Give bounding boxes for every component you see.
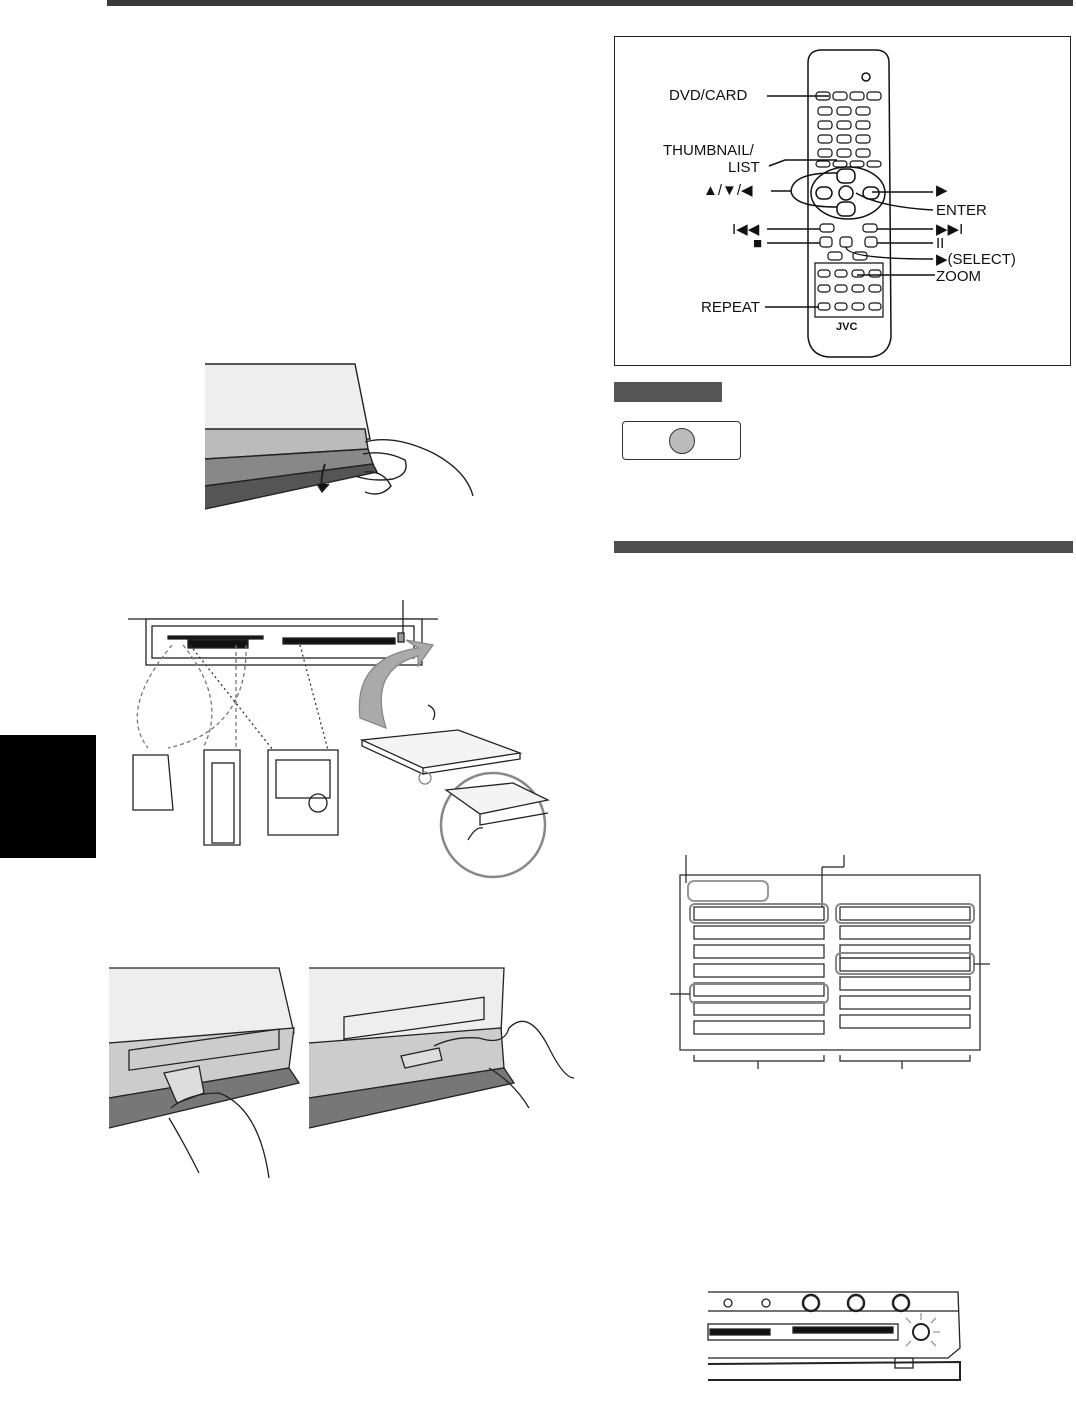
enter-label: ENTER [936, 202, 987, 219]
card-slot-diagram [128, 600, 548, 885]
chapter-side-tab [0, 735, 96, 858]
front-panel-illustration [708, 1286, 968, 1386]
select-label: ▶(SELECT) [936, 251, 1016, 268]
note-heading-bar [614, 382, 722, 402]
round-button-icon [669, 428, 695, 454]
menu-screen-diagram [672, 855, 1002, 1077]
remote-control-figure: JVC DVD/CARD THUMBNAIL/ LIST ▲/▼/◀ ▶ ENT… [614, 36, 1071, 366]
button-illustration [622, 421, 741, 460]
card-insert-illustration [109, 968, 574, 1178]
right-arrow-label: ▶ [936, 182, 948, 199]
thumbnail-label: THUMBNAIL/ [663, 142, 754, 159]
stop-label: ■ [753, 235, 762, 252]
top-rule [107, 0, 1073, 6]
zoom-label: ZOOM [936, 268, 981, 285]
sd-card-icon [133, 755, 173, 810]
pause-label: II [936, 235, 944, 252]
smartmedia-icon [268, 750, 338, 835]
drop-door-hand-illustration [205, 364, 475, 514]
section-heading-bar [614, 541, 1073, 553]
remote-brand: JVC [836, 321, 857, 333]
nav-arrows-label: ▲/▼/◀ [703, 182, 753, 199]
dvd-card-label: DVD/CARD [669, 87, 747, 104]
repeat-label: REPEAT [701, 299, 760, 316]
list-label: LIST [728, 159, 760, 176]
